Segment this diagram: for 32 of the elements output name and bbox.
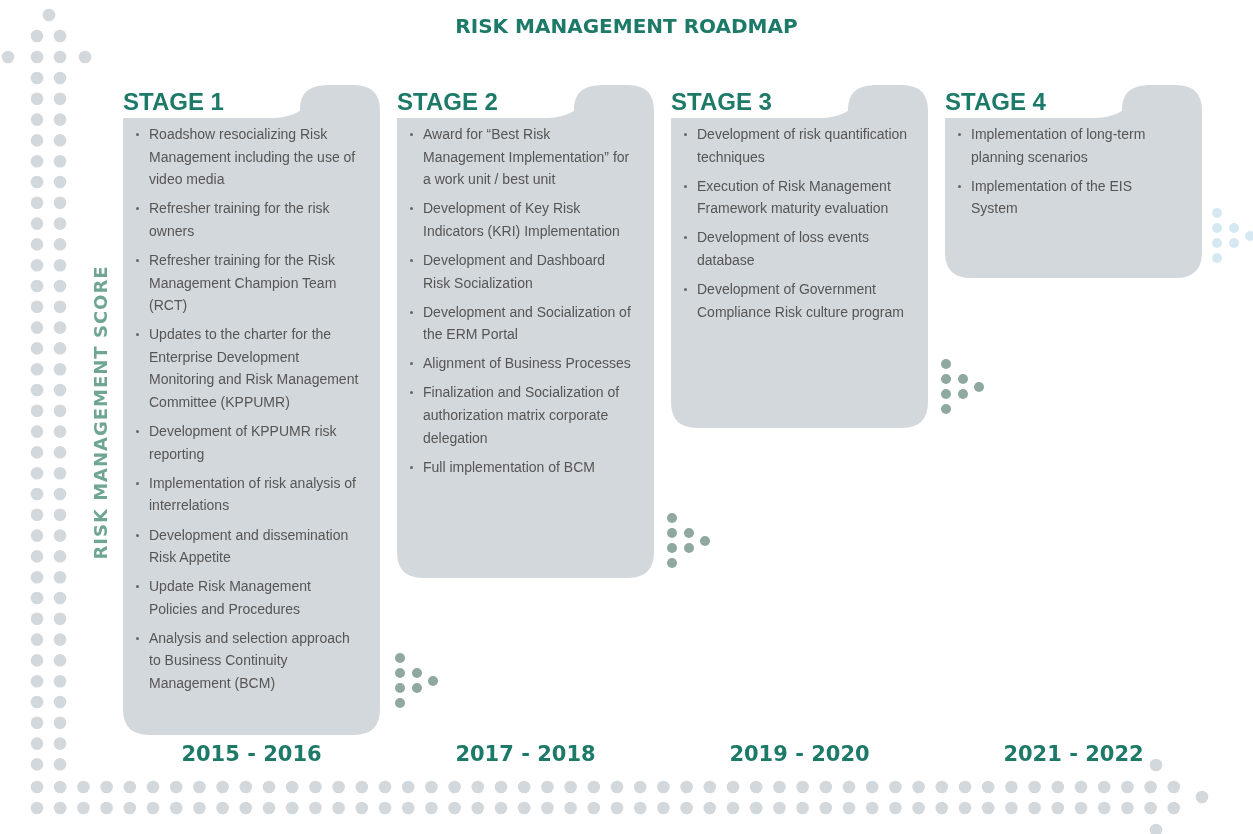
bullet-item: Refresher training for the risk owners: [123, 197, 380, 243]
year-range: 2017 - 2018: [454, 742, 597, 766]
stage-heading: STAGE 2: [397, 87, 498, 117]
bullet-item: Development and dissemination Risk Appetite: [123, 523, 380, 569]
bullet-item: Development and Socialization of the ERM Portal: [397, 300, 654, 346]
bullet-item: Analysis and selection approach to Business Continuity Management (BCM): [123, 626, 380, 695]
stage-heading: STAGE 4: [945, 87, 1046, 117]
bullet-item: Full implementation of BCM: [397, 455, 654, 479]
title: RISK MANAGEMENT ROADMAP: [454, 14, 799, 38]
bullet-item: Alignment of Business Processes: [397, 352, 654, 375]
year-range: 2021 - 2022: [1002, 742, 1145, 766]
bullet-item: Update Risk Management Policies and Procedures: [123, 575, 380, 621]
bullet-item: Refresher training for the Risk Management Champion Team (RCT): [123, 248, 380, 317]
bullet-item: Finalization and Socialization of authorization matrix corporate delegation: [397, 381, 654, 450]
stage-heading: STAGE 1: [123, 87, 224, 117]
bullet-item: Development of Key Risk Indicators (KRI) Implementation: [397, 197, 654, 243]
bullet-item: Updates to the charter for the Enterprise Development Monitoring and Risk Management Committee (KPPUMR): [123, 323, 380, 414]
bullet-item: Execution of Risk Management Framework maturity evaluation: [671, 174, 928, 220]
year-range: 2019 - 2020: [728, 742, 871, 766]
bullet-item: Development of Government Compliance Risk culture program: [671, 278, 928, 324]
bullet-item: Implementation of the EIS System: [945, 174, 1202, 220]
bullet-item: Implementation of long-term planning scenarios: [945, 123, 1202, 169]
stage-heading: STAGE 3: [671, 87, 772, 117]
bullet-item: Development and Dashboard Risk Socialization: [397, 248, 654, 295]
bullet-item: Development of loss events database: [671, 226, 928, 272]
bullet-item: Award for “Best Risk Management Implementation” for a work unit / best unit: [397, 123, 654, 191]
year-range: 2015 - 2016: [180, 742, 323, 766]
bullet-item: Development of KPPUMR risk reporting: [123, 420, 380, 466]
bullet-item: Implementation of risk analysis of interrelations: [123, 471, 380, 517]
axis-label: RISK MANAGEMENT SCORE: [89, 264, 111, 560]
bullet-item: Development of risk quantification techniques: [671, 123, 928, 169]
bullet-item: Roadshow resocializing Risk Management including the use of video media: [123, 123, 380, 191]
